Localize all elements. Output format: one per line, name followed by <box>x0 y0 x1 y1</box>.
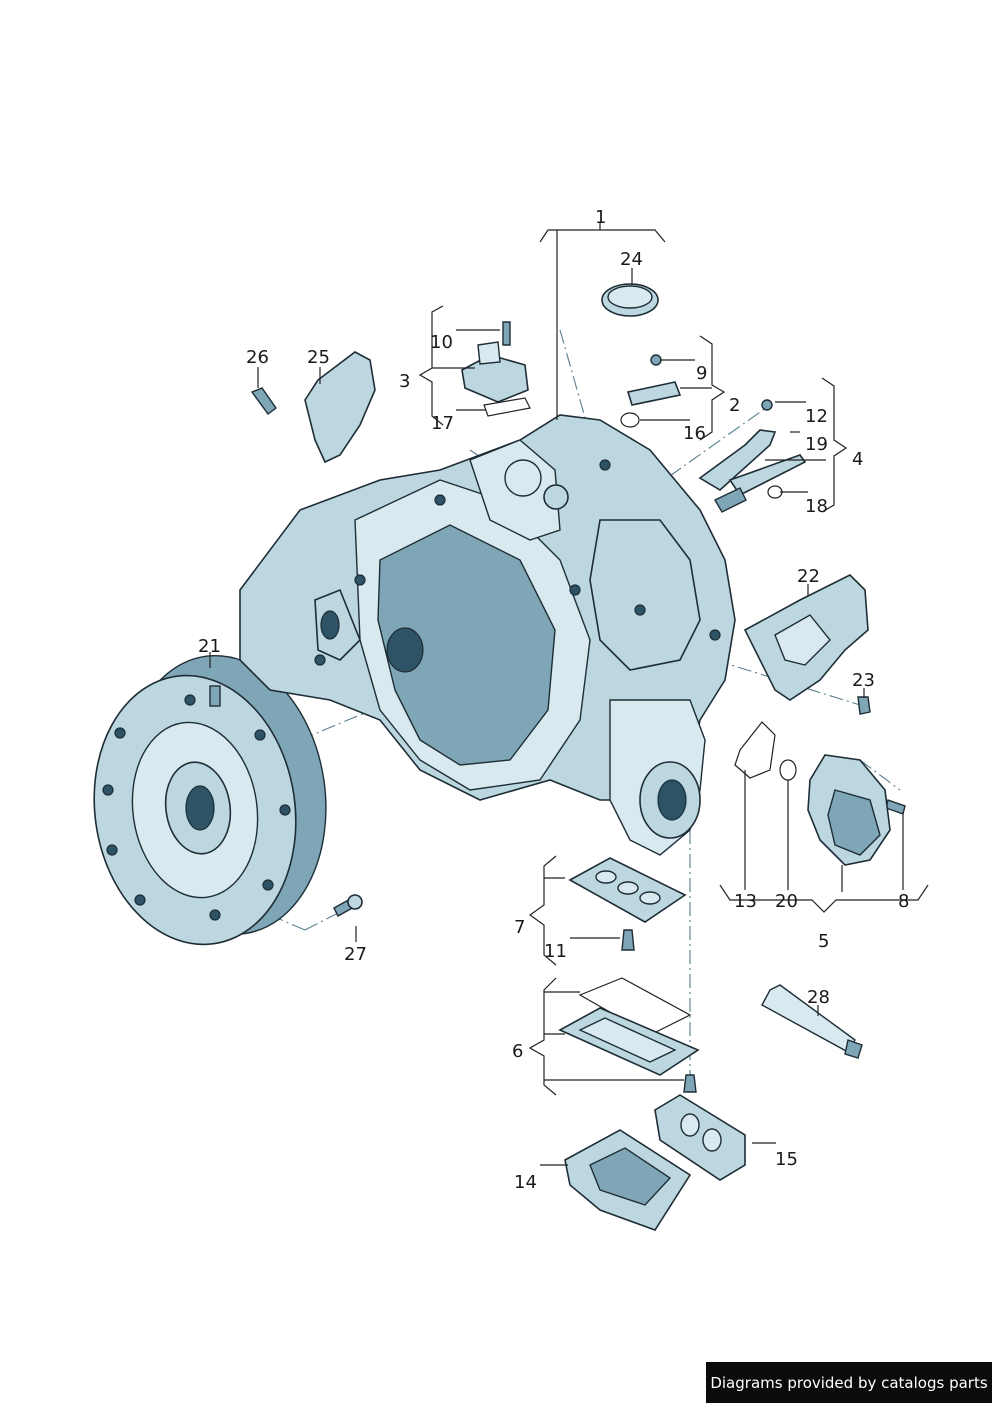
callout-2: 2 <box>729 395 740 416</box>
callout-26: 26 <box>246 347 269 368</box>
callout-22: 22 <box>797 566 820 587</box>
callout-25: 25 <box>307 347 330 368</box>
callout-24: 24 <box>620 249 643 270</box>
flywheel <box>93 654 327 946</box>
callout-3: 3 <box>399 371 410 392</box>
attribution-banner: Diagrams provided by catalogs parts <box>706 1362 992 1403</box>
parts-top <box>250 283 807 513</box>
callout-18: 18 <box>805 496 828 517</box>
callout-10: 10 <box>430 332 453 353</box>
parts-lower <box>333 857 863 1231</box>
leader-lines <box>209 222 929 1166</box>
callout-15: 15 <box>775 1149 798 1170</box>
callout-1: 1 <box>595 207 606 228</box>
gearbox-housing <box>239 414 736 856</box>
callout-7: 7 <box>514 917 525 938</box>
callout-19: 19 <box>805 434 828 455</box>
callout-labels: 1 2 3 4 5 6 7 8 9 10 11 12 13 14 15 16 1… <box>198 207 909 1193</box>
callout-21: 21 <box>198 636 221 657</box>
parts-right <box>734 574 906 866</box>
callout-17: 17 <box>431 413 454 434</box>
callout-20: 20 <box>775 891 798 912</box>
callout-23: 23 <box>852 670 875 691</box>
callout-4: 4 <box>852 449 863 470</box>
callout-12: 12 <box>805 406 828 427</box>
callout-9: 9 <box>696 363 707 384</box>
callout-6: 6 <box>512 1041 523 1062</box>
callout-13: 13 <box>734 891 757 912</box>
callout-27: 27 <box>344 944 367 965</box>
callout-8: 8 <box>898 891 909 912</box>
callout-14: 14 <box>514 1172 537 1193</box>
callout-28: 28 <box>807 987 830 1008</box>
callout-16: 16 <box>683 423 706 444</box>
callout-5: 5 <box>818 931 829 952</box>
callout-11: 11 <box>544 941 567 962</box>
